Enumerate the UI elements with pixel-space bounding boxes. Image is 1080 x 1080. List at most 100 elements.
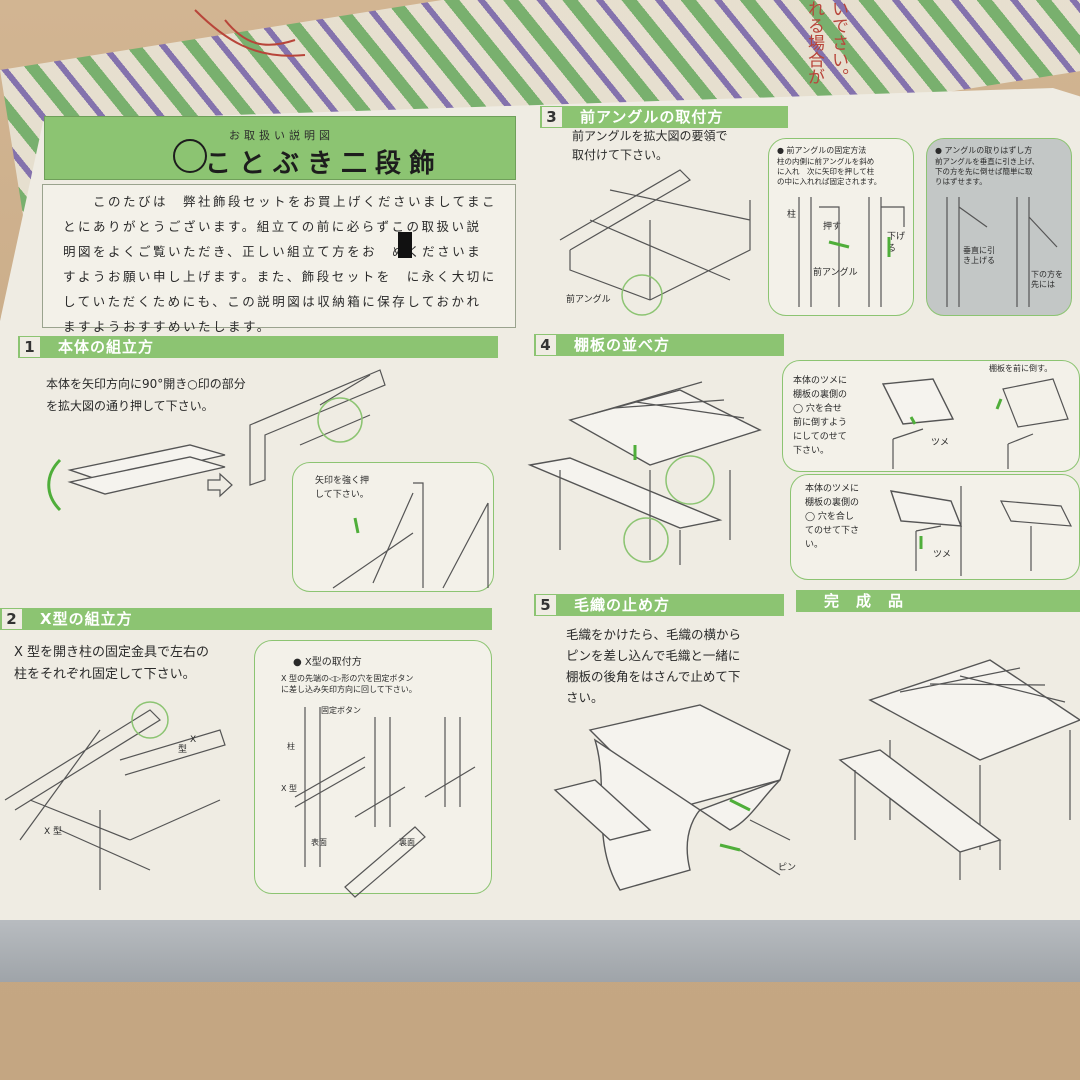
s3-c2-tilt-1: 下の方を: [1031, 270, 1063, 279]
s2-button-detail-drawing: [294, 707, 476, 898]
section-number: 1: [20, 337, 40, 357]
s3-frame-drawing: [559, 169, 751, 316]
intro-line: このたびは 弊社飾段セットをお買上げくださいましてまこ: [93, 194, 498, 209]
s2-callout-line-1: X 型の先端の◁▷形の穴を固定ボタン: [281, 674, 414, 683]
s4-c1-line: にしてのせて: [793, 432, 847, 442]
ink-mark: [398, 232, 412, 258]
box-printed-text: いでさい。れる場合が: [804, 0, 848, 85]
s4-c1-line: 下さい。: [793, 446, 830, 456]
s3-c1-down: 下げる: [887, 232, 906, 254]
s4-c2-line: 棚板の裏側の: [805, 498, 860, 508]
s1-callout-line-1: 矢印を強く押: [315, 476, 370, 486]
s3-label-front-angle: 前アングル: [566, 295, 611, 305]
s4-c2-detail-drawing: [889, 486, 1073, 576]
intro-line: とにありがとうございます。組立ての前に必らずこの取扱い説: [63, 219, 482, 234]
s3-fix-callout: ● 前アングルの固定方法 柱の内側に前アングルを斜め に入れ 次に矢印を押して柱…: [768, 138, 914, 316]
section-1-header: 1 本体の組立方: [18, 336, 498, 358]
intro-line: すようお願い申し上げます。また、飾段セットを に永く大切に: [63, 269, 497, 284]
intro-text-box: このたびは 弊社飾段セットをお買上げくださいましてまこ とにありがとうございます…: [42, 184, 516, 334]
s2-text-1: X 型を開き柱の固定金具で左右の: [14, 645, 210, 660]
s2-label-pillar: 柱: [287, 742, 295, 751]
intro-line: していただくためにも、この説明図は収納箱に保存しておかれ: [63, 294, 482, 309]
title-subtitle: お取扱い説明図: [229, 129, 334, 142]
s4-c1-tilt: 棚板を前に倒す。: [989, 364, 1053, 373]
s2-callout-title: ● X型の取付方: [293, 657, 362, 668]
s3-c2-detail-drawing: [946, 197, 1058, 307]
s2-xframe-drawing: [4, 701, 226, 890]
s5-label-pin: ピン: [778, 863, 797, 873]
s2-label-back: 裏面: [399, 838, 415, 847]
s4-detail-callout-1: 本体のツメに 棚板の裏側の ◯ 穴を合せ 前に倒すよう にしてのせて 下さい。 …: [782, 360, 1080, 472]
section-number: 5: [536, 595, 556, 615]
section-title: 毛織の止め方: [574, 596, 671, 614]
s3-c2-tilt-2: 先には: [1031, 280, 1055, 289]
s5-text-1: 毛織をかけたら、毛織の横から: [566, 627, 742, 642]
box-stamp-drawing: [194, 9, 306, 57]
s1-text-1: 本体を矢印方向に90°開き○印の部分: [46, 377, 246, 391]
s2-label-front: 表面: [311, 838, 327, 847]
section-title: X型の組立方: [40, 610, 133, 628]
s5-text-3: 棚板の後角をはさんで止めて下: [566, 669, 741, 684]
s4-c1-line: 棚板の裏側の: [793, 390, 848, 400]
s1-arrow-icon: [207, 472, 233, 498]
s2-detail-callout: ● X型の取付方 X 型の先端の◁▷形の穴を固定ボタン に差し込み矢印方向に回し…: [254, 640, 492, 898]
s2-label-x1b: 型: [178, 745, 188, 755]
s1-bracket-detail-drawing: [332, 482, 489, 589]
s1-text-2: を拡大図の通り押して下さい。: [46, 399, 214, 413]
metal-tray: [0, 915, 1080, 982]
s2-label-x2: X 型: [44, 827, 63, 837]
s4-shelf-drawing: [527, 381, 762, 565]
s4-c2-line: い。: [805, 540, 824, 550]
s5-text-2: ピンを差し込んで毛織と一緒に: [566, 648, 741, 663]
s3-c1-detail-drawing: [798, 197, 905, 307]
s3-c1-pillar: 柱: [787, 210, 797, 220]
s4-c1-detail-drawing: [881, 378, 1069, 469]
s2-callout-line-2: に差し込み矢印方向に回して下さい。: [281, 685, 417, 694]
s3-c2-line-1: 前アングルを垂直に引き上げ、: [935, 157, 1040, 166]
s4-c1-line: 本体のツメに: [793, 376, 848, 386]
s5-text-4: さい。: [566, 690, 604, 705]
s4-c2-line: 本体のツメに: [805, 484, 860, 494]
section-number: 2: [2, 609, 22, 629]
s1-opened-frame-drawing: [249, 369, 386, 486]
completed-bench-drawing: [838, 659, 1080, 880]
section-number: 3: [542, 107, 562, 127]
intro-line: 明図をよくご覧いただき、正しい組立て方をお ぬくださいま: [63, 244, 483, 259]
s4-c1-claw: ツメ: [931, 438, 950, 448]
section-2-header: 2 X型の組立方: [0, 608, 492, 630]
title-main: ことぶき二段飾: [205, 149, 444, 179]
s2-text-2: 柱をそれぞれ固定して下さい。: [14, 667, 196, 682]
s5-cloth-drawing: [553, 704, 791, 891]
s3-text-1: 前アングルを拡大図の要領で: [572, 129, 728, 143]
s2-label-button: 固定ボタン: [321, 706, 361, 715]
s4-c1-line: 前に倒すよう: [793, 418, 848, 428]
s3-c2-lift-1: 垂直に引: [963, 246, 995, 255]
completed-title: 完 成 品: [824, 592, 905, 610]
s3-c1-line-1: 柱の内側に前アングルを斜め: [777, 157, 875, 166]
s4-c2-line: ◯ 穴を合し: [805, 512, 854, 522]
s3-c1-push: 押す: [823, 222, 842, 232]
s3-c1-title: ● 前アングルの固定方法: [777, 146, 867, 155]
s3-remove-callout: ● アングルの取りはずし方 前アングルを垂直に引き上げ、 下の方を先に倒せば簡単…: [926, 138, 1072, 316]
s3-c1-line-2: に入れ 次に矢印を押して柱: [777, 167, 875, 176]
section-5-header: 5 毛織の止め方: [534, 594, 784, 616]
s3-c1-line-3: の中に入れれば固定されます。: [777, 177, 882, 186]
s4-c2-claw: ツメ: [933, 550, 952, 560]
s4-c1-line: ◯ 穴を合せ: [793, 404, 842, 414]
s1-detail-callout: 矢印を強く押 して下さい。: [292, 462, 494, 592]
s3-c2-line-2: 下の方を先に倒せば簡単に取: [935, 167, 1033, 176]
section-number: 4: [536, 335, 556, 355]
s3-c2-title: ● アングルの取りはずし方: [935, 146, 1033, 155]
completed-header: 完 成 品: [796, 590, 1080, 612]
brand-logo-icon: [173, 139, 207, 173]
s1-folded-frame-drawing: [47, 444, 226, 512]
title-box: お取扱い説明図 ことぶき二段飾: [44, 116, 516, 180]
s3-c1-angle: 前アングル: [813, 268, 858, 278]
s3-c2-lift-2: き上げる: [963, 256, 995, 265]
section-title: 本体の組立方: [58, 338, 155, 356]
s3-c2-line-3: りはずせます。: [935, 177, 987, 186]
s4-detail-callout-2: 本体のツメに 棚板の裏側の ◯ 穴を合し てのせて下さ い。 ツメ: [790, 474, 1080, 580]
s4-c2-line: てのせて下さ: [805, 526, 860, 536]
